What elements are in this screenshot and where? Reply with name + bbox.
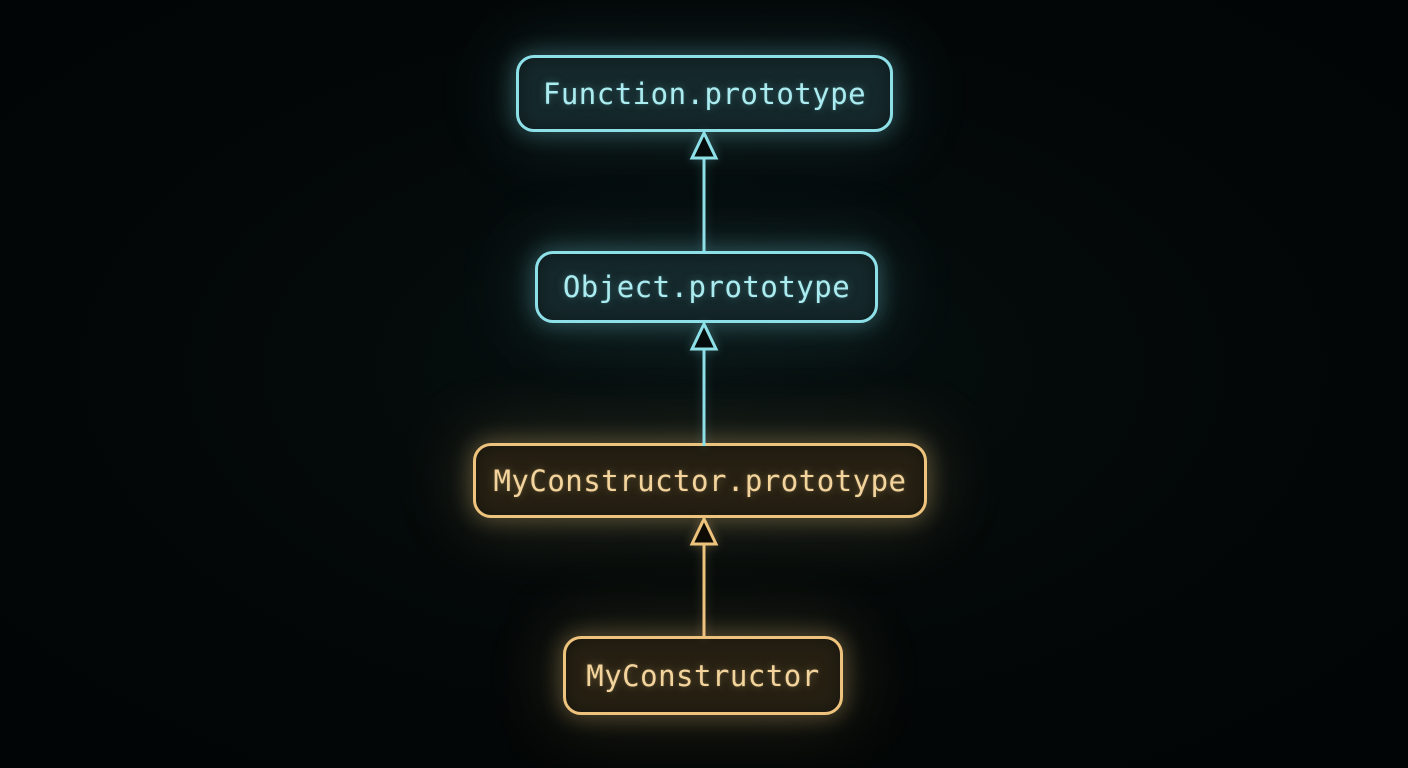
node-myconstructor: MyConstructor — [563, 636, 843, 715]
arrow-myconstructor-to-myconstructor-prototype — [689, 515, 719, 639]
arrowhead-up-icon — [689, 129, 719, 160]
node-object-prototype-label: Object.prototype — [562, 270, 851, 304]
node-object-prototype: Object.prototype — [535, 251, 878, 323]
arrowhead-up-icon — [689, 320, 719, 351]
node-function-prototype: Function.prototype — [516, 55, 893, 132]
node-myconstructor-prototype: MyConstructor.prototype — [473, 443, 927, 518]
node-myconstructor-prototype-label: MyConstructor.prototype — [493, 463, 907, 498]
arrowhead-up-icon — [689, 515, 719, 546]
arrow-object-prototype-to-function-prototype — [689, 129, 719, 253]
node-myconstructor-label: MyConstructor — [586, 658, 820, 693]
arrow-myconstructor-prototype-to-object-prototype — [689, 320, 719, 446]
node-function-prototype-label: Function.prototype — [542, 76, 867, 111]
